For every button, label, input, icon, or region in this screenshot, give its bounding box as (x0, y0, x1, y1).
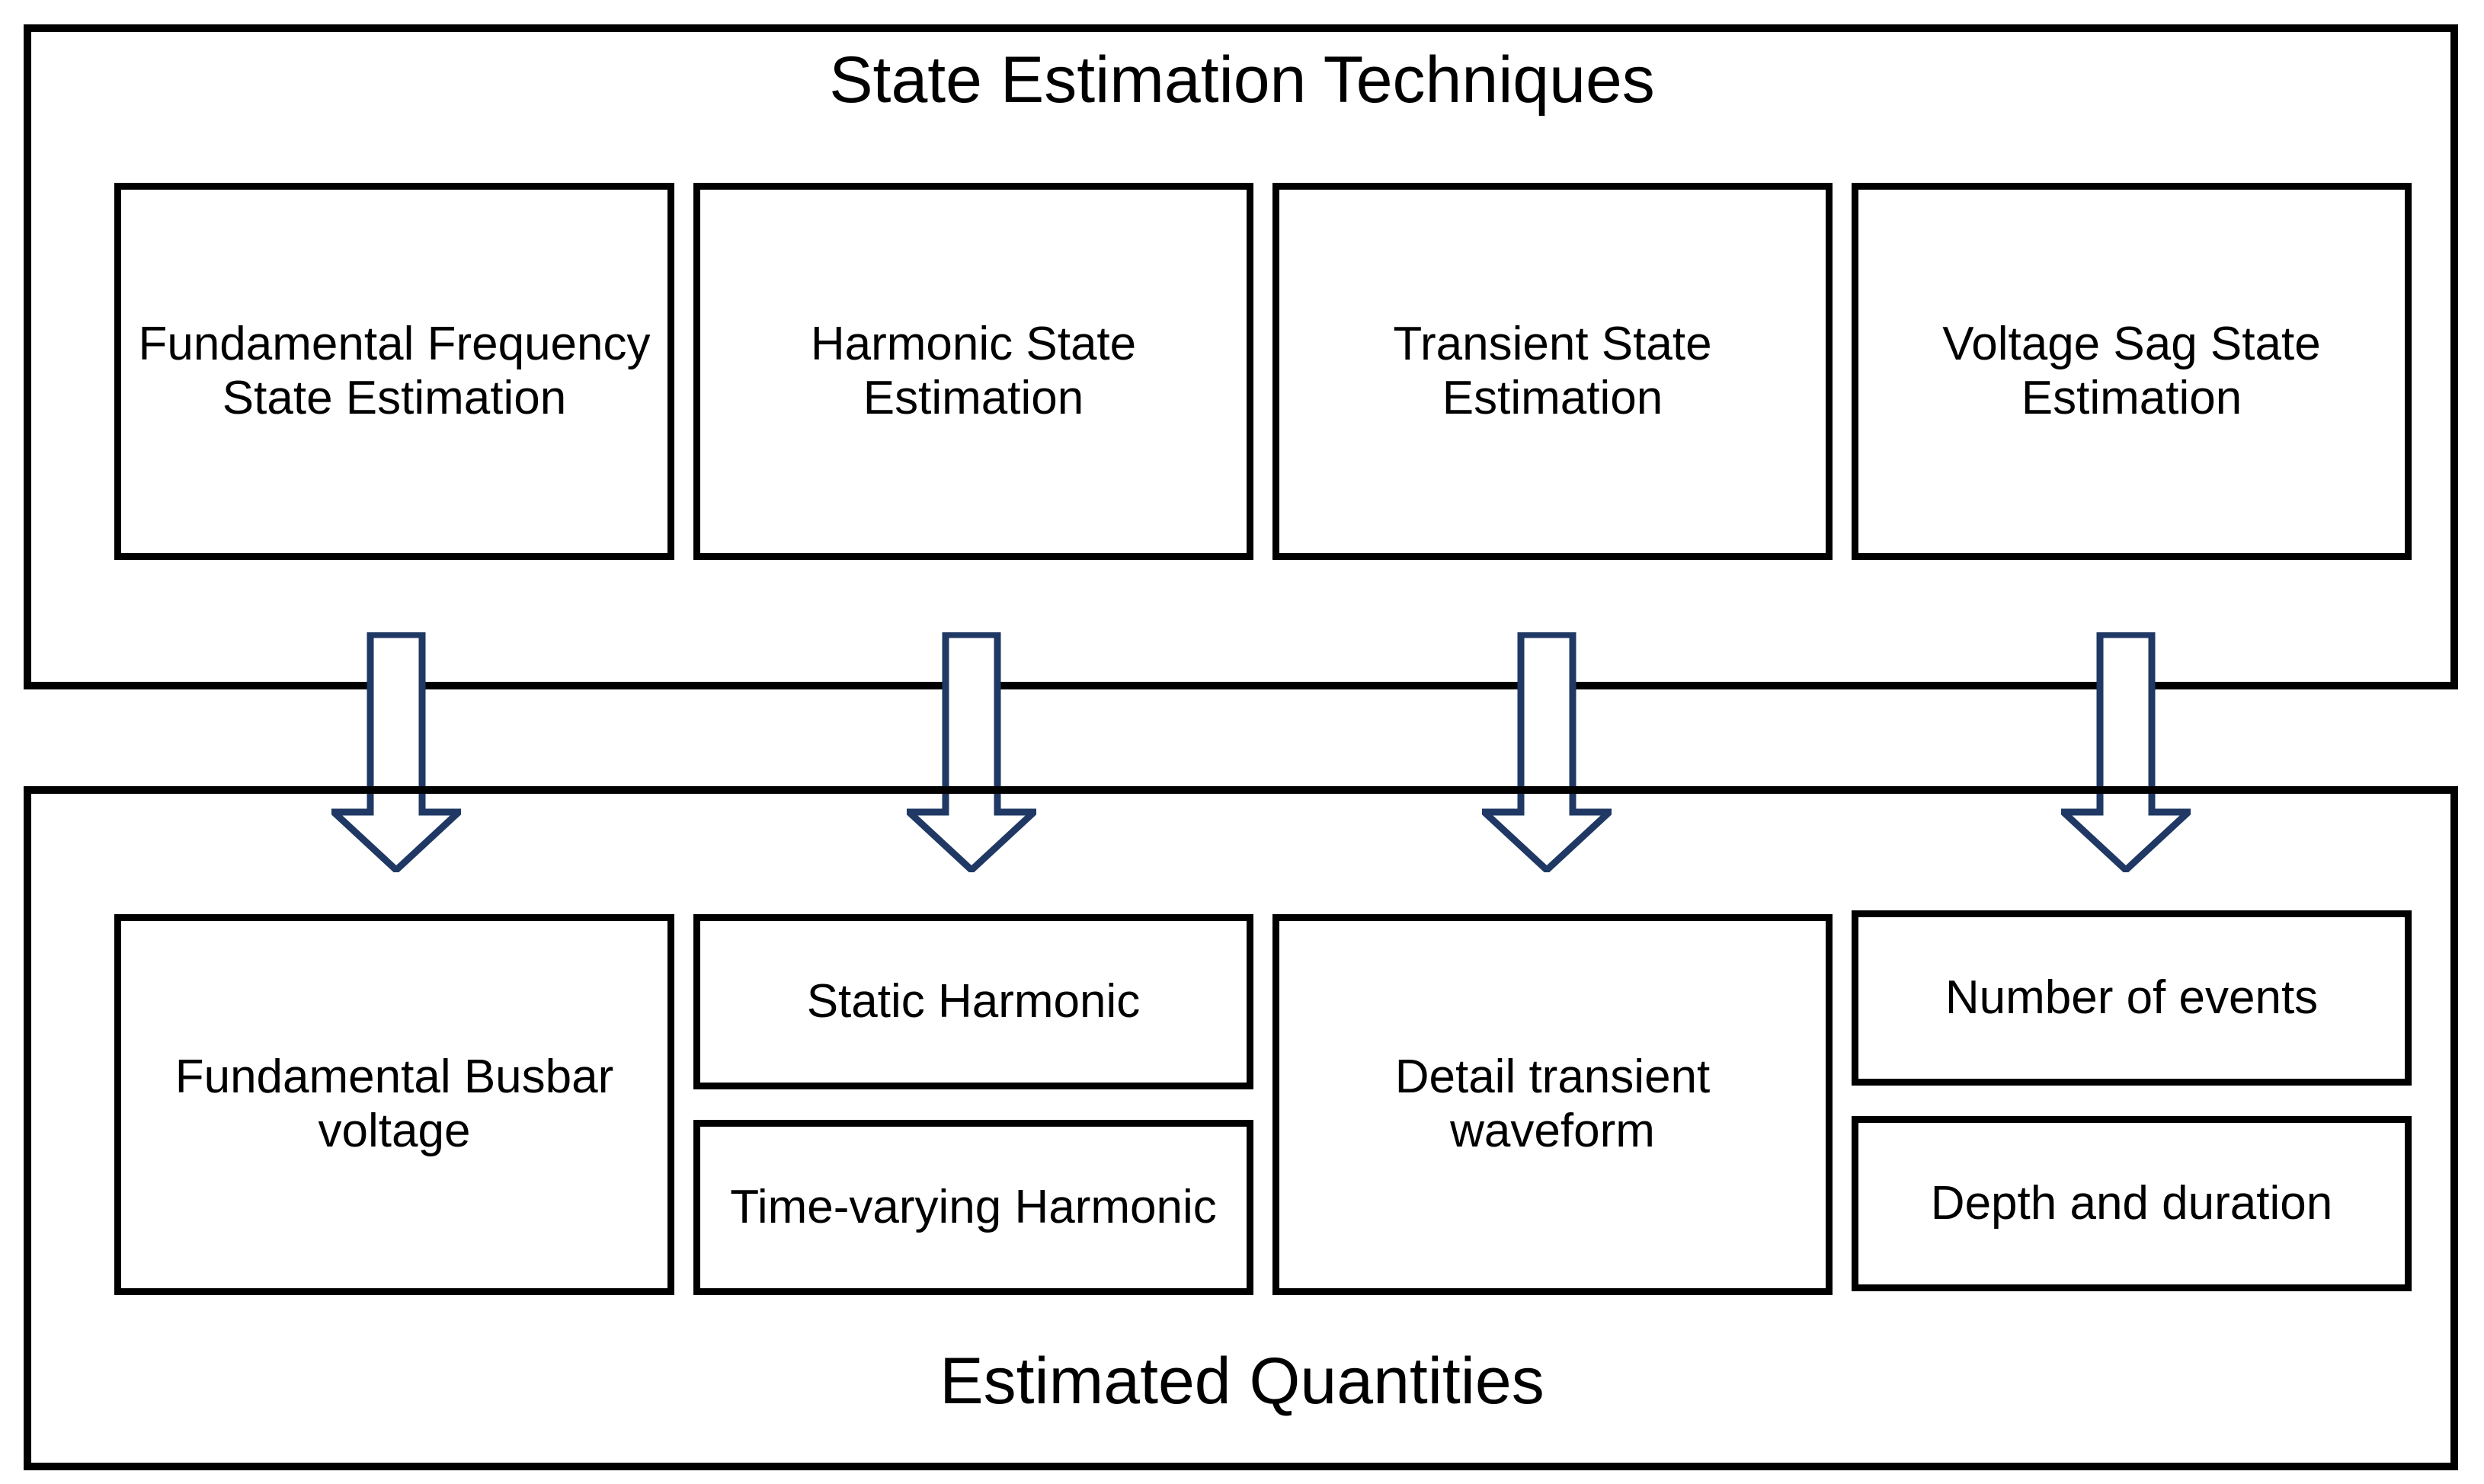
quantity-box-number-of-events: Number of events (1852, 910, 2412, 1086)
quantity-label: Fundamental Busbar voltage (174, 1051, 614, 1157)
technique-box-harmonic-state-estimation: Harmonic State Estimation (693, 183, 1253, 560)
technique-label: Voltage Sag State Estimation (1942, 317, 2321, 424)
quantity-box-fundamental-busbar-voltage: Fundamental Busbar voltage (114, 914, 674, 1295)
state-estimation-techniques-panel (24, 24, 2458, 689)
quantity-label: Static Harmonic (806, 974, 1141, 1028)
quantity-box-time-varying-harmonic: Time-varying Harmonic (693, 1120, 1253, 1295)
technique-label: Fundamental Frequency State Estimation (138, 317, 651, 424)
quantity-box-static-harmonic: Static Harmonic (693, 914, 1253, 1089)
technique-box-voltage-sag-state-estimation: Voltage Sag State Estimation (1852, 183, 2412, 560)
estimated-quantities-title: Estimated Quantities (940, 1345, 1544, 1418)
quantity-label: Time-varying Harmonic (730, 1180, 1217, 1233)
technique-box-transient-state-estimation: Transient State Estimation (1272, 183, 1833, 560)
technique-box-fundamental-frequency-state-estimation: Fundamental Frequency State Estimation (114, 183, 674, 560)
quantity-box-detail-transient-waveform: Detail transient waveform (1272, 914, 1833, 1295)
quantity-label: Depth and duration (1930, 1176, 2333, 1230)
state-estimation-techniques-title: State Estimation Techniques (829, 43, 1655, 117)
technique-label: Transient State Estimation (1393, 317, 1712, 424)
quantity-box-depth-and-duration: Depth and duration (1852, 1116, 2412, 1291)
quantity-label: Number of events (1945, 971, 2319, 1024)
quantity-label: Detail transient waveform (1394, 1051, 1711, 1157)
estimated-quantities-panel (24, 786, 2458, 1470)
technique-label: Harmonic State Estimation (810, 317, 1137, 424)
